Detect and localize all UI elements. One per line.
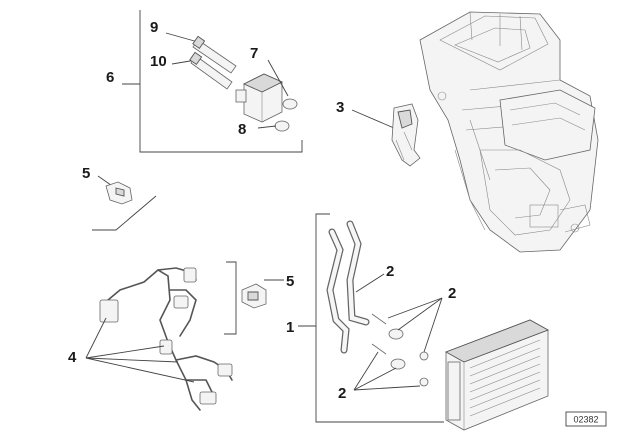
callout-5-upper: 5 bbox=[82, 165, 90, 182]
callout-6: 6 bbox=[106, 69, 114, 86]
heater-pipes-drawing bbox=[326, 220, 385, 354]
callout-4: 4 bbox=[68, 349, 77, 366]
bracket-3-drawing bbox=[351, 103, 421, 167]
callout-2-upper: 2 bbox=[448, 285, 456, 302]
wiring-harness-drawing bbox=[85, 195, 237, 411]
callout-5-middle: 5 bbox=[286, 273, 294, 290]
callout-2-pipes: 2 bbox=[386, 263, 394, 280]
reference-code-box bbox=[565, 411, 607, 427]
group-6-bracket bbox=[139, 10, 303, 153]
callout-8: 8 bbox=[238, 121, 246, 138]
bolt-drawings bbox=[165, 32, 237, 90]
callout-1: 1 bbox=[286, 319, 294, 336]
callout-10: 10 bbox=[150, 53, 167, 70]
callout-7: 7 bbox=[250, 45, 258, 62]
expansion-valve-drawing bbox=[235, 59, 298, 132]
heater-core-drawing bbox=[444, 319, 550, 431]
reference-code: 02382 bbox=[573, 415, 598, 425]
group-1-bracket bbox=[315, 213, 444, 423]
clip-5-upper-drawing bbox=[97, 175, 133, 205]
callout-2-lower: 2 bbox=[338, 385, 346, 402]
callout-9: 9 bbox=[150, 19, 158, 36]
fasteners-drawing bbox=[353, 297, 443, 391]
callout-3: 3 bbox=[336, 99, 344, 116]
clip-5-middle-drawing bbox=[241, 279, 284, 309]
hvac-housing-drawing bbox=[419, 11, 599, 253]
